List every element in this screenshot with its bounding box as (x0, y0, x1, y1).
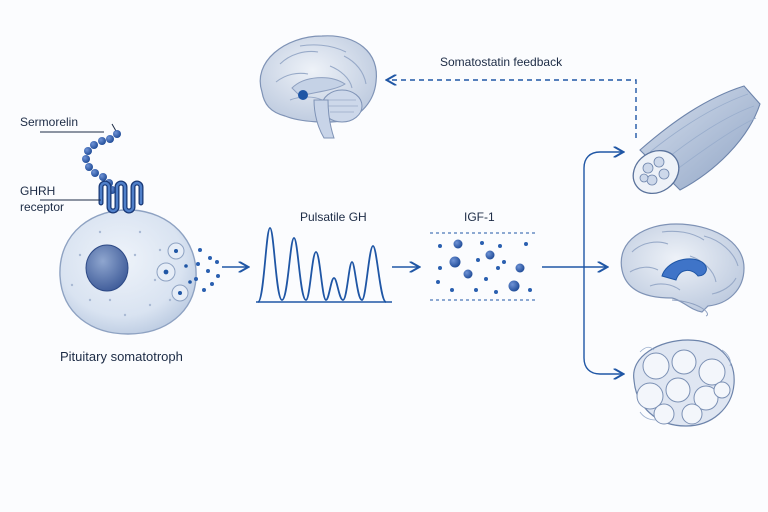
ghrh-receptor-label-line1: GHRH (20, 184, 56, 198)
ghrh-receptor-label-line2: receptor (20, 200, 65, 214)
pituitary-somatotroph-label: Pituitary somatotroph (60, 349, 183, 364)
somatostatin-feedback-label: Somatostatin feedback (440, 55, 563, 69)
pituitary-cell-icon (59, 209, 197, 335)
igf1-molecule-field (430, 232, 538, 301)
pulsatile-gh-curve (256, 227, 392, 303)
adipose-tissue-icon (633, 339, 735, 427)
muscle-fiber-icon (632, 85, 761, 195)
branch-arrows (542, 152, 622, 374)
brain-sagittal-hypothalamus-icon (259, 35, 377, 139)
brain-hippocampus-icon (620, 223, 745, 317)
pulsatile-gh-label: Pulsatile GH (300, 210, 367, 224)
sermorelin-label: Sermorelin (20, 115, 79, 129)
somatostatin-feedback-arrow (388, 80, 637, 138)
ghrh-receptor-icon (98, 180, 144, 214)
igf1-label: IGF-1 (464, 210, 495, 224)
gh-secretion-dots (194, 248, 220, 292)
